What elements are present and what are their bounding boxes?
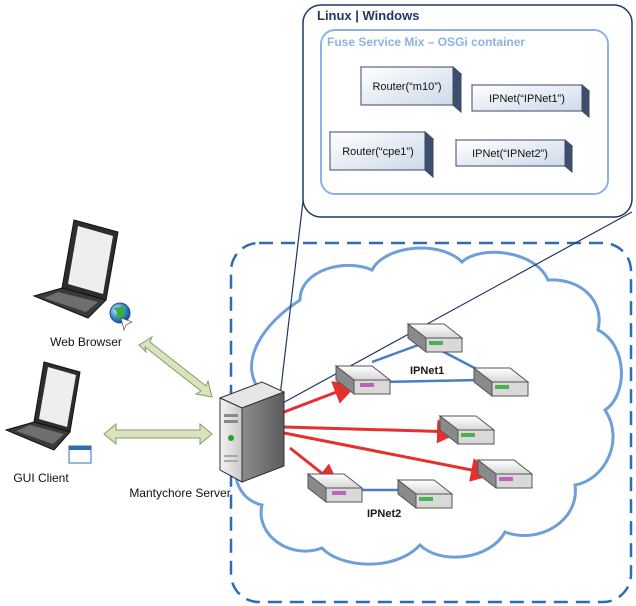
os-title: Linux | Windows xyxy=(317,8,419,23)
laptop-gui-client xyxy=(4,361,81,451)
network-label-ipnet2: IPNet2 xyxy=(367,508,401,520)
gui-client-label: GUI Client xyxy=(13,471,69,485)
bundle-label: IPNet(“IPNet2”) xyxy=(472,148,548,160)
server-icon xyxy=(218,381,286,483)
router-right-ipnet1 xyxy=(472,366,530,398)
bundle-router-cpe1: Router(“cpe1”) xyxy=(328,130,435,179)
bundle-ipnet1: IPNet(“IPNet1”) xyxy=(470,83,591,119)
server-label: Mantychore Server xyxy=(129,486,230,500)
bundle-router-m10: Router(“m10”) xyxy=(359,65,463,114)
router-top xyxy=(406,322,464,354)
double-arrow-gui xyxy=(103,422,213,446)
bundle-label: Router(“cpe1”) xyxy=(342,146,414,158)
bundle-ipnet2: IPNet(“IPNet2”) xyxy=(454,138,574,174)
arrow-to-router-3 xyxy=(283,431,495,482)
bundle-label: IPNet(“IPNet1”) xyxy=(489,93,565,105)
arrow-to-router-1 xyxy=(283,381,358,414)
router-lower-right xyxy=(476,458,534,490)
network-cloud xyxy=(233,246,623,566)
laptop-web-browser xyxy=(32,219,119,319)
osgi-container-title: Fuse Service Mix – OSGi container xyxy=(327,35,525,49)
router-left-ipnet1 xyxy=(334,364,392,396)
globe-icon xyxy=(109,302,133,332)
link-ipnet1-b xyxy=(377,378,481,384)
network-label-ipnet1: IPNet1 xyxy=(410,365,444,377)
router-left-ipnet2 xyxy=(306,472,364,504)
network-boundary xyxy=(229,241,633,604)
router-middle xyxy=(438,414,496,446)
arrow-to-router-2 xyxy=(283,419,461,444)
window-icon xyxy=(68,445,92,464)
router-right-ipnet2 xyxy=(396,478,454,510)
web-browser-label: Web Browser xyxy=(50,335,122,349)
bundle-label: Router(“m10”) xyxy=(372,81,441,93)
callout-line-left xyxy=(278,183,306,406)
double-arrow-web xyxy=(138,335,213,398)
